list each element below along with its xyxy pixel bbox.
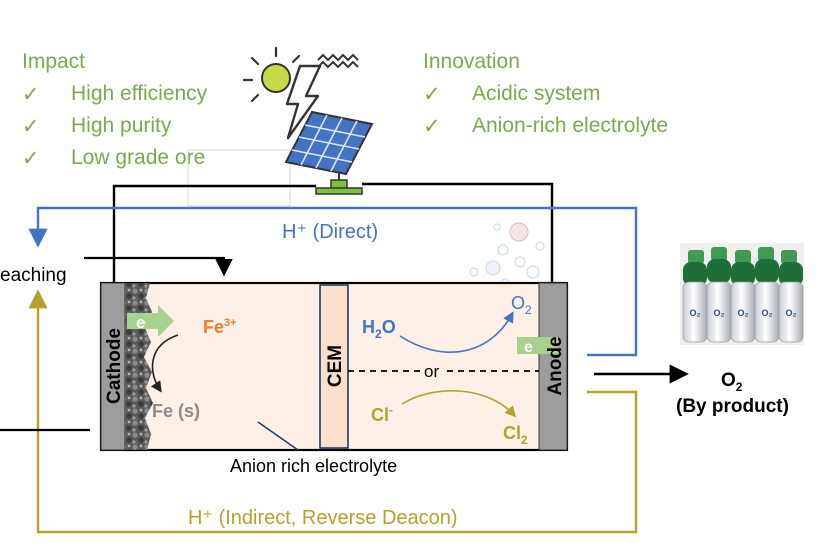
anode-label: Anode xyxy=(545,336,566,395)
oxygen-cylinders-icon: O₂ O₂ O₂ O₂ O₂ xyxy=(680,243,804,345)
h2o-label: H2O xyxy=(362,317,396,341)
check-icon: ✓ xyxy=(423,115,441,138)
leaching-label: eaching xyxy=(0,265,67,286)
innovation-heading: Innovation xyxy=(423,50,520,73)
wave-icon xyxy=(317,53,359,69)
reduction-arrow xyxy=(150,334,179,393)
power-wire-cathode xyxy=(112,184,316,283)
cylinder-label: O₂ xyxy=(690,308,701,318)
sun-icon xyxy=(242,46,301,103)
electron-arrow-cathode xyxy=(127,305,174,337)
cylinder-label: O₂ xyxy=(714,308,725,318)
anode-plate xyxy=(538,282,568,451)
cylinder-label: O₂ xyxy=(738,308,749,318)
by-product-label: (By product) xyxy=(676,396,789,417)
direct-flow-label: H⁺ (Direct) xyxy=(282,221,378,243)
check-icon: ✓ xyxy=(22,115,40,138)
or-label: or xyxy=(424,362,439,381)
fe-solid-label: Fe (s) xyxy=(152,401,200,421)
chlorine-label: Cl2 xyxy=(503,423,528,447)
leaching-line xyxy=(84,256,233,277)
impact-heading: Impact xyxy=(22,50,86,73)
cylinder-label: O₂ xyxy=(762,308,773,318)
electron-label-cathode: e xyxy=(136,313,145,332)
electrolyte-label: Anion rich electrolyte xyxy=(230,456,397,476)
o2-product-label: O2 xyxy=(721,370,743,394)
lightning-icon xyxy=(285,64,322,140)
fe3-label: Fe3+ xyxy=(203,317,237,337)
oxidation-arrow-chloride xyxy=(401,390,517,418)
cem-label: CEM xyxy=(325,345,346,387)
chloride-label: Cl- xyxy=(371,403,393,425)
o2-cell-label: O2 xyxy=(511,293,532,317)
indirect-flow-line xyxy=(28,289,638,534)
electrolysis-cell xyxy=(99,281,569,452)
cylinder-label: O₂ xyxy=(786,308,797,318)
check-icon: ✓ xyxy=(22,83,40,106)
power-wire-anode xyxy=(362,182,554,283)
cathode-label: Cathode xyxy=(104,328,125,404)
electron-label-anode: e xyxy=(524,339,533,356)
electron-arrow-anode xyxy=(517,337,558,354)
cem-membrane xyxy=(319,284,349,449)
electrolyte-pointer xyxy=(257,421,299,451)
check-icon: ✓ xyxy=(423,83,441,106)
solar-panel-icon xyxy=(284,110,374,195)
cathode-plate xyxy=(100,282,126,451)
oxidation-arrow-water xyxy=(399,311,514,353)
indirect-flow-label: H⁺ (Indirect, Reverse Deacon) xyxy=(188,507,458,529)
placeholder-frame xyxy=(187,149,291,207)
check-icon: ✓ xyxy=(22,147,40,170)
direct-flow-line xyxy=(28,206,638,357)
